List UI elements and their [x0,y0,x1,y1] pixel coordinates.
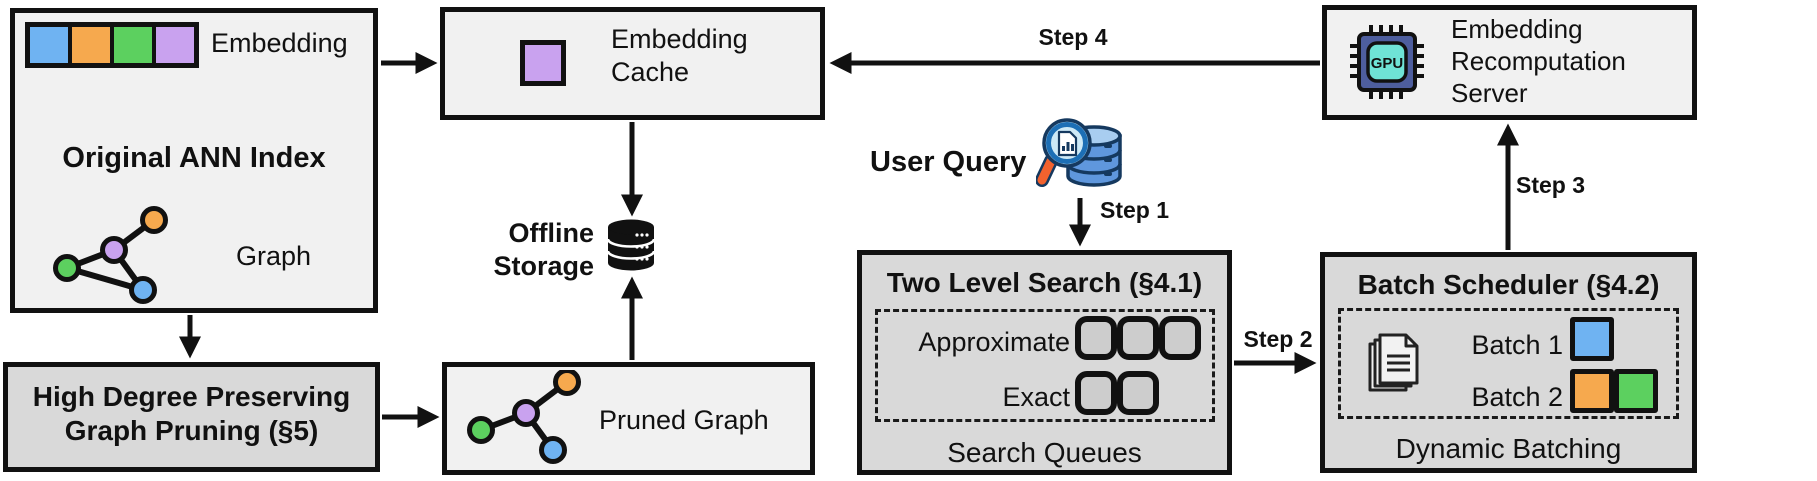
exact-queue-slots [1075,371,1159,415]
cached-embedding-square [520,40,566,86]
batch2-label: Batch 2 [1471,382,1563,412]
recomputation-server-box: GPU Embedding Recomputation Server [1322,5,1697,120]
pruned-graph-icon [467,370,581,464]
offline-storage-label: Offline Storage [493,218,594,281]
embedding-cell-blue [30,27,68,63]
queue-slot [1117,371,1159,415]
search-queues-dashed-panel: Approximate Exact [875,309,1215,422]
two-level-search-title: Two Level Search (§4.1) [886,267,1203,298]
embedding-cell-orange [72,27,110,63]
batch1-item-blue [1570,317,1614,361]
gpu-chip-label: GPU [1371,55,1404,72]
queue-slot [1075,371,1117,415]
embedding-vector-swatch [25,22,199,68]
recomputation-server-label: Embedding Recomputation Server [1451,14,1626,108]
step1-label: Step 1 [1100,197,1170,223]
step2-label: Step 2 [1243,326,1313,352]
queue-slot [1117,316,1159,360]
batch2-item-green [1614,369,1658,413]
embedding-cell-green [114,27,152,63]
queue-slot [1075,316,1117,360]
embedding-label: Embedding [211,28,348,58]
batch2-squares [1570,369,1658,413]
batch1-label: Batch 1 [1471,330,1563,360]
original-ann-index-box: Embedding Original ANN Index Graph [10,8,378,313]
embedding-cache-label: Embedding Cache [611,24,748,87]
batch-scheduler-title: Batch Scheduler (§4.2) [1357,269,1660,300]
graph-pruning-box: High Degree Preserving Graph Pruning (§5… [3,362,380,472]
step3-label: Step 3 [1516,172,1586,198]
step4-label: Step 4 [1038,24,1108,50]
ann-index-title: Original ANN Index [62,142,326,174]
two-level-search-box: Two Level Search (§4.1) Approximate Exac… [857,250,1232,475]
offline-storage-database-icon [606,219,656,271]
graph-label: Graph [236,241,312,271]
batch-scheduler-box: Batch Scheduler (§4.2) Batch 1 Ba [1320,252,1697,473]
dynamic-batching-dashed-panel: Batch 1 Batch 2 [1338,308,1679,419]
gpu-chip-icon: GPU [1350,25,1424,99]
search-queues-label: Search Queues [947,437,1142,468]
graph-pruning-title: High Degree Preserving Graph Pruning (§5… [32,381,351,446]
user-query-label: User Query [870,146,1027,178]
queue-slot [1159,316,1201,360]
query-search-icon [1036,118,1122,187]
documents-icon [1368,333,1419,392]
embedding-cell-purple [156,27,194,63]
dynamic-batching-label: Dynamic Batching [1395,433,1622,464]
embedding-cache-box: Embedding Cache [440,7,825,120]
exact-label: Exact [1002,382,1070,412]
batch1-squares [1570,317,1614,361]
approximate-label: Approximate [918,327,1070,357]
pruned-graph-label: Pruned Graph [599,405,769,435]
ann-graph-icon [53,206,168,304]
batch2-item-orange [1570,369,1614,413]
pruned-graph-box: Pruned Graph [442,362,815,475]
approximate-queue-slots [1075,316,1201,360]
